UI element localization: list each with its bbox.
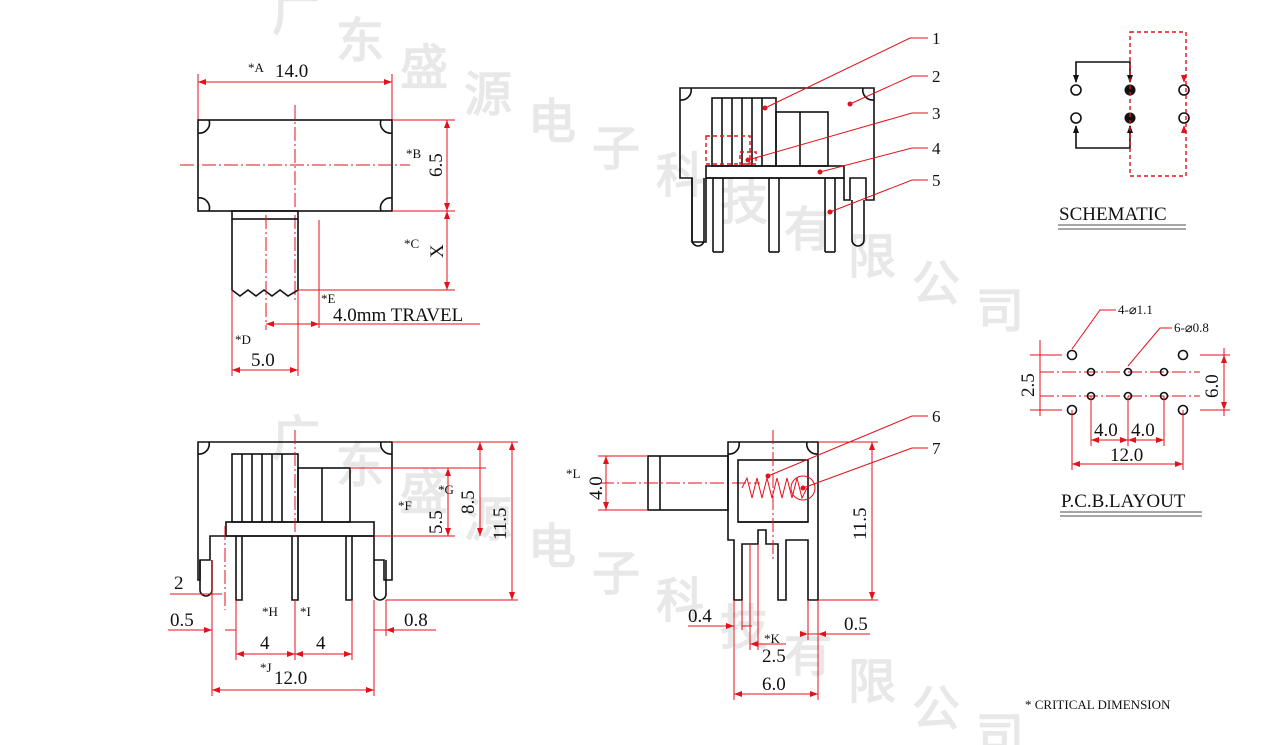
- dim-k-tag: *K: [764, 631, 781, 646]
- callout-3: 3: [932, 104, 941, 123]
- watermark-char: 限: [848, 654, 896, 710]
- schematic: SCHEMATIC: [1058, 31, 1190, 230]
- pcb-title: P.C.B.LAYOUT: [1061, 491, 1186, 512]
- watermark-char: 源: [464, 492, 512, 548]
- callout-5: 5: [932, 171, 941, 190]
- watermark-char: 科: [656, 573, 704, 629]
- pcb-row-pitch: 2.5: [1018, 373, 1039, 397]
- dim-d-tag: *D: [235, 332, 251, 347]
- left-offset-value: 0.5: [170, 610, 194, 631]
- watermark-char: 公: [912, 681, 960, 737]
- dim-a-tag: *A: [248, 60, 265, 75]
- watermark-char: 东: [336, 438, 384, 494]
- watermark-char: 子: [592, 121, 640, 177]
- watermark-char: 技: [720, 175, 768, 231]
- critical-dimension-note: * CRITICAL DIMENSION: [1025, 697, 1171, 712]
- dim-a-value: 14.0: [275, 61, 308, 82]
- front-view: *G 8.5 *F 5.5 11.5 2 0.5 0.8 *H *I 4 4 *…: [168, 430, 518, 696]
- watermark-char: 广: [272, 411, 320, 467]
- schematic-title: SCHEMATIC: [1059, 204, 1167, 225]
- pcb-layout: 4-⌀1.1 6-⌀0.8 2.5 6.0 4.0 4.0 12.0 P.C.B…: [1018, 302, 1230, 517]
- dim-h-value: 4: [260, 633, 270, 654]
- callout-2: 2: [932, 67, 941, 86]
- section-view: *L 4.0 11.5 6 7 0.4 0.5 *K 2.5 6.0: [566, 407, 941, 700]
- section-left-value: 0.4: [688, 606, 712, 627]
- watermark: 广东盛源电子科技有限公司 广东盛源电子科技有限公司: [272, 0, 1024, 745]
- dim-k-value: 2.5: [762, 646, 786, 667]
- hole-small-label: 6-⌀0.8: [1174, 320, 1209, 335]
- section-height-value: 11.5: [850, 507, 871, 540]
- watermark-char: 东: [336, 13, 384, 69]
- section-right-value: 0.5: [844, 614, 868, 635]
- dim-c-value: X: [427, 244, 448, 258]
- dim-f-value: 5.5: [426, 510, 447, 534]
- watermark-line-2: 广东盛源电子科技有限公司: [272, 411, 1024, 745]
- watermark-char: 有: [784, 202, 832, 258]
- pin-width-value: 2: [174, 573, 184, 594]
- dim-d-value: 5.0: [251, 350, 275, 371]
- dim-b-tag: *B: [406, 146, 422, 161]
- watermark-line-1: 广东盛源电子科技有限公司: [272, 0, 1024, 339]
- watermark-char: 电: [528, 519, 576, 575]
- watermark-char: 限: [848, 229, 896, 285]
- watermark-char: 司: [976, 283, 1024, 339]
- front-height-value: 11.5: [490, 507, 511, 540]
- side-view: 1 2 3 4 5: [679, 29, 941, 253]
- pcb-height: 6.0: [1202, 374, 1223, 398]
- dim-h-tag: *H: [262, 604, 278, 619]
- dim-e-tag: *E: [321, 291, 336, 306]
- watermark-char: 公: [912, 256, 960, 312]
- pcb-pitch-left: 4.0: [1094, 420, 1118, 441]
- dim-g-value: 8.5: [458, 490, 479, 514]
- right-offset-value: 0.8: [404, 610, 428, 631]
- watermark-char: 广: [272, 0, 320, 42]
- watermark-char: 子: [592, 546, 640, 602]
- section-width-value: 6.0: [762, 674, 786, 695]
- dim-l-tag: *L: [566, 466, 581, 481]
- dim-l-value: 4.0: [586, 476, 607, 500]
- dim-b-value: 6.5: [426, 153, 447, 177]
- callout-4: 4: [932, 139, 941, 158]
- dim-c-tag: *C: [404, 236, 419, 251]
- dim-g-tag: *G: [438, 482, 454, 497]
- dim-j-tag: *J: [260, 660, 272, 675]
- pcb-width: 12.0: [1110, 445, 1143, 466]
- watermark-char: 盛: [400, 465, 448, 521]
- top-view: *A 14.0 *B 6.5 *C X *E 4.0mm TRAVEL *D 5…: [180, 60, 480, 376]
- watermark-char: 电: [528, 94, 576, 150]
- watermark-char: 司: [976, 708, 1024, 745]
- dim-i-value: 4: [316, 633, 326, 654]
- dim-f-tag: *F: [398, 498, 412, 513]
- watermark-char: 盛: [400, 40, 448, 96]
- hole-large-label: 4-⌀1.1: [1118, 302, 1153, 317]
- pcb-pitch-right: 4.0: [1131, 420, 1155, 441]
- watermark-char: 源: [464, 67, 512, 123]
- dim-i-tag: *I: [300, 604, 311, 619]
- travel-label: 4.0mm TRAVEL: [333, 305, 463, 326]
- callout-6: 6: [932, 407, 941, 426]
- dim-j-value: 12.0: [274, 668, 307, 689]
- callout-7: 7: [932, 439, 941, 458]
- callout-1: 1: [932, 29, 941, 48]
